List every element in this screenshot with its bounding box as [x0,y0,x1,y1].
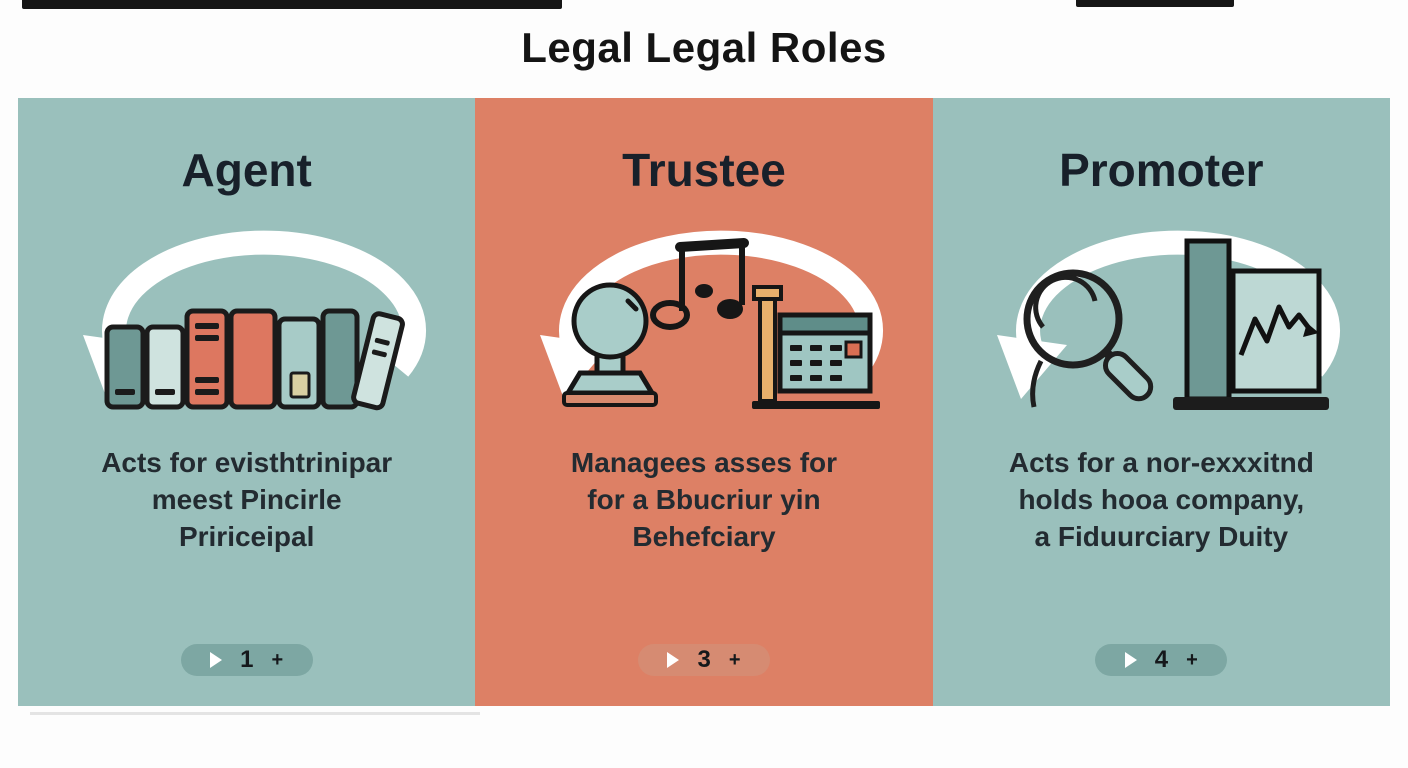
top-edge-artifact-strip-left [22,0,562,9]
stamp-music-register-cycle-icon [539,230,883,409]
page-number: 4 [1154,646,1169,673]
description-line: Acts for a nor-exxxitnd [1008,446,1314,478]
cash-register-icon [751,284,880,409]
description-line: a Fiduurciary Duity [1034,520,1289,552]
books-cycle-icon [82,230,426,411]
magnifier-laptop-cycle-icon [997,230,1341,410]
description-line: Behefciary [632,520,776,552]
panel-description-agent: Acts for evisthtrinipar meest Pincirle P… [101,445,392,556]
panel-heading-trustee: Trustee [622,144,786,196]
description-line: for a Bbucriur yin [587,483,821,515]
page-stepper-trustee[interactable]: 3 + [637,644,770,676]
page-stepper-promoter[interactable]: 4 + [1095,644,1228,676]
page-title: Legal Legal Roles [521,24,887,71]
bottom-edge-artifact-line [30,712,480,715]
plus-icon[interactable]: + [728,649,741,671]
description-line: holds hooa company, [1018,483,1305,515]
description-line: meest Pincirle [151,483,342,515]
stamp-icon [561,282,658,407]
promoter-icon-wrap [981,211,1341,411]
laptop-chart-icon [1173,238,1330,410]
agent-icon-wrap [67,211,427,411]
top-edge-artifact-strip-right [1076,0,1234,7]
panels-row: Agent [18,98,1390,706]
panel-promoter: Promoter [932,98,1390,706]
play-icon[interactable] [1124,652,1137,668]
panel-trustee: Trustee [475,98,933,706]
panel-agent: Agent [18,98,476,706]
page-number: 3 [697,646,711,673]
description-line: Managees asses for [570,446,838,478]
trustee-icon-wrap [524,211,884,411]
panel-heading-agent: Agent [181,144,312,196]
panel-heading-promoter: Promoter [1059,144,1264,196]
books-icon [104,308,405,411]
plus-icon[interactable]: + [1186,649,1198,671]
play-icon[interactable] [667,652,680,668]
panel-description-promoter: Acts for a nor-exxxitnd holds hooa compa… [1009,445,1314,556]
page-number: 1 [240,646,254,673]
play-icon[interactable] [210,652,223,668]
plus-icon[interactable]: + [271,649,284,671]
page-stepper-agent[interactable]: 1 + [180,644,313,676]
description-line: Pririceipal [178,520,315,552]
panel-description-trustee: Managees asses for for a Bbucriur yin Be… [571,445,837,556]
description-line: Acts for evisthtrinipar [101,446,393,478]
magnifier-icon [1023,269,1154,408]
music-notes-icon [649,237,749,330]
